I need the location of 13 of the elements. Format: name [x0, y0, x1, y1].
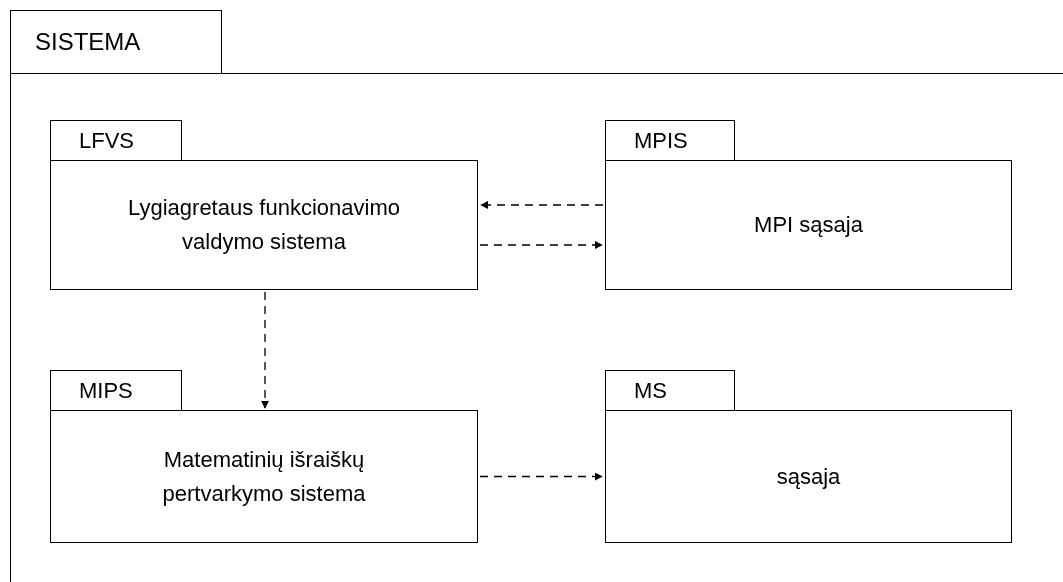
dashed-arrow — [479, 472, 603, 481]
package-tab: MIPS — [50, 370, 182, 411]
dashed-arrow — [261, 291, 269, 409]
package-tab: MPIS — [605, 120, 735, 161]
package-description: Lygiagretaus funkcionavimo valdymo sistema — [127, 194, 401, 256]
package-tab: MS — [605, 370, 735, 411]
dashed-arrow — [479, 241, 603, 249]
dashed-arrow — [480, 201, 604, 209]
package-tab: LFVS — [50, 120, 182, 161]
package-description: Matematinių išraiškų pertvarkymo sistema — [161, 445, 367, 508]
package-tab: SISTEMA — [10, 10, 222, 74]
package-description: sąsaja — [775, 462, 842, 491]
package-description: MPI sąsaja — [753, 211, 864, 239]
